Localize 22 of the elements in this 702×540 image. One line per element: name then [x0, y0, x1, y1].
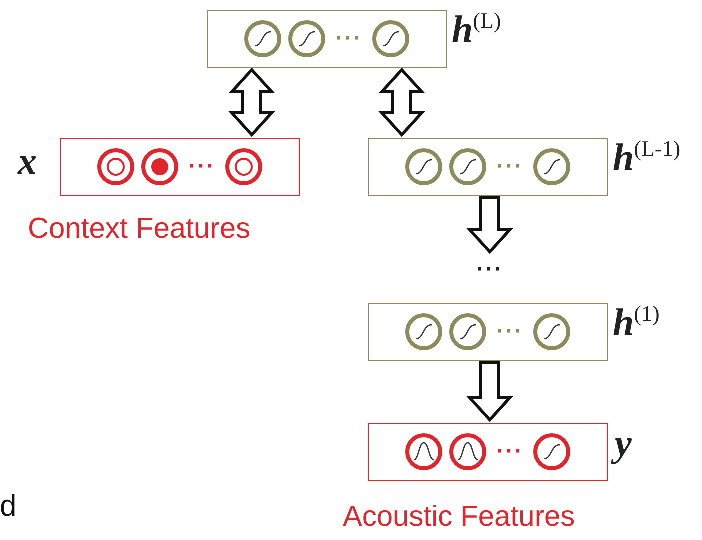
layer-box — [60, 138, 300, 196]
layer-box — [368, 423, 608, 481]
ellipsis: ··· — [496, 320, 524, 344]
ellipsis: ··· — [496, 440, 524, 464]
ellipsis: ··· — [336, 27, 362, 51]
ellipsis: ··· — [188, 155, 216, 179]
text-fragment: d — [0, 490, 17, 524]
block-arrow — [378, 68, 426, 138]
layer-symbol: h$^{(1)}$ — [613, 301, 660, 346]
block-arrow — [228, 68, 276, 138]
ellipsis: ··· — [496, 155, 524, 179]
layer-symbol: h$^{(L)}$ — [452, 8, 502, 53]
layer-symbol: h$^{(L-1)}$ — [613, 136, 681, 181]
layer-box — [368, 138, 608, 196]
block-arrow — [466, 362, 514, 422]
ellipsis: ··· — [476, 258, 504, 282]
layer-box — [207, 10, 447, 68]
block-arrow — [466, 196, 514, 254]
layer-caption: Acoustic Features — [343, 500, 576, 535]
layer-caption: Context Features — [28, 212, 250, 247]
layer-box — [368, 303, 608, 361]
layer-symbol: x — [18, 140, 37, 185]
